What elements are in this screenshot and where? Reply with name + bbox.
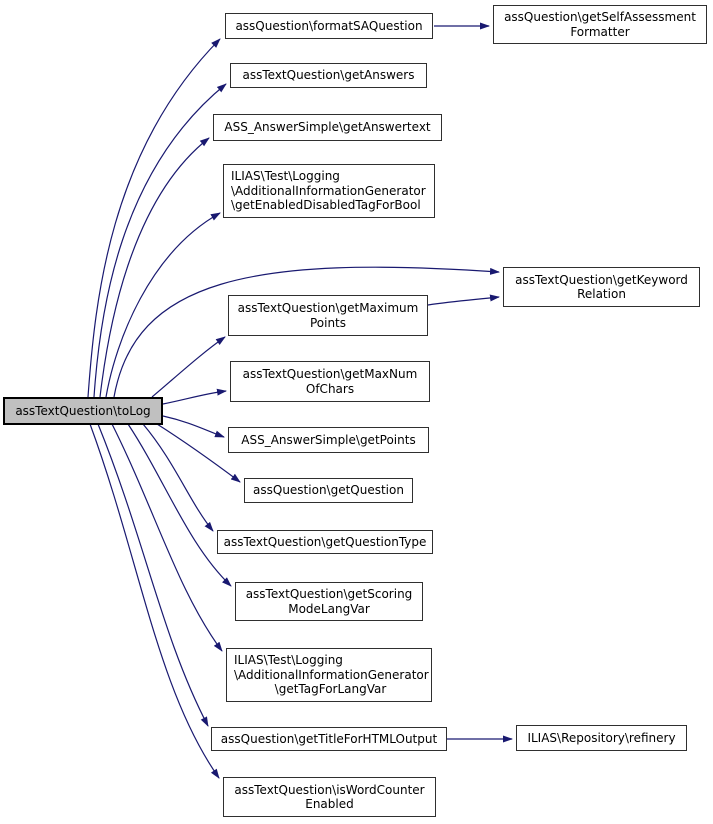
node-label-line: \AdditionalInformationGenerator [234, 667, 429, 682]
node-label-line: ILIAS\Test\Logging [234, 653, 343, 668]
node-refinery[interactable]: ILIAS\Repository\refinery [516, 725, 687, 751]
edge-toLog-isWordCounterEnabled [89, 423, 220, 779]
node-label-line: ILIAS\Test\Logging [231, 169, 340, 184]
edge-toLog-getMaximumPoints [151, 336, 226, 398]
node-label-line: \AdditionalInformationGenerator [231, 183, 426, 198]
node-getMaxNumOfChars[interactable]: assTextQuestion\getMaxNum OfChars [230, 361, 430, 402]
node-isWordCounterEnabled[interactable]: assTextQuestion\isWordCounter Enabled [223, 777, 436, 817]
node-getAnswers[interactable]: assTextQuestion\getAnswers [230, 63, 427, 88]
edge-getMaximumPoints-getKeywordRelation [427, 294, 500, 306]
node-getTagForLangVar[interactable]: ILIAS\Test\Logging \AdditionalInformatio… [226, 648, 432, 702]
node-getAnswertext[interactable]: ASS_AnswerSimple\getAnswertext [213, 114, 442, 141]
node-getScoringModeLangVar[interactable]: assTextQuestion\getScoring ModeLangVar [235, 582, 423, 621]
node-getTitleForHTMLOutput[interactable]: assQuestion\getTitleForHTMLOutput [211, 727, 447, 751]
node-getPoints[interactable]: ASS_AnswerSimple\getPoints [228, 427, 429, 453]
node-getSelfAssessmentFormatter[interactable]: assQuestion\getSelfAssessment Formatter [493, 5, 707, 44]
edge-toLog-getMaxNumOfChars [162, 388, 227, 405]
node-getKeywordRelation[interactable]: assTextQuestion\getKeyword Relation [503, 267, 700, 307]
node-getMaximumPoints[interactable]: assTextQuestion\getMaximum Points [228, 295, 428, 336]
node-getQuestion[interactable]: assQuestion\getQuestion [244, 478, 413, 503]
node-toLog: assTextQuestion\toLog [3, 397, 163, 425]
edge-toLog-formatSAQuestion [87, 38, 221, 398]
edge-toLog-getEnabledDisabledTagForBool [105, 212, 221, 398]
node-getQuestionType[interactable]: assTextQuestion\getQuestionType [217, 530, 433, 554]
edge-toLog-getQuestionType [142, 423, 214, 532]
edge-toLog-getAnswertext [99, 137, 210, 398]
node-getEnabledDisabledTagForBool[interactable]: ILIAS\Test\Logging \AdditionalInformatio… [223, 164, 435, 218]
node-label-line: \getEnabledDisabledTagForBool [231, 198, 421, 213]
node-formatSAQuestion[interactable]: assQuestion\formatSAQuestion [225, 13, 433, 39]
node-label-line: \getTagForLangVar [274, 682, 387, 697]
edge-toLog-getPoints [162, 415, 225, 438]
edge-toLog-getTagForLangVar [111, 423, 223, 652]
edge-toLog-getTitleForHTMLOutput [97, 423, 209, 727]
edge-toLog-getScoringModeLangVar [127, 423, 232, 587]
edge-toLog-getAnswers [93, 83, 227, 398]
